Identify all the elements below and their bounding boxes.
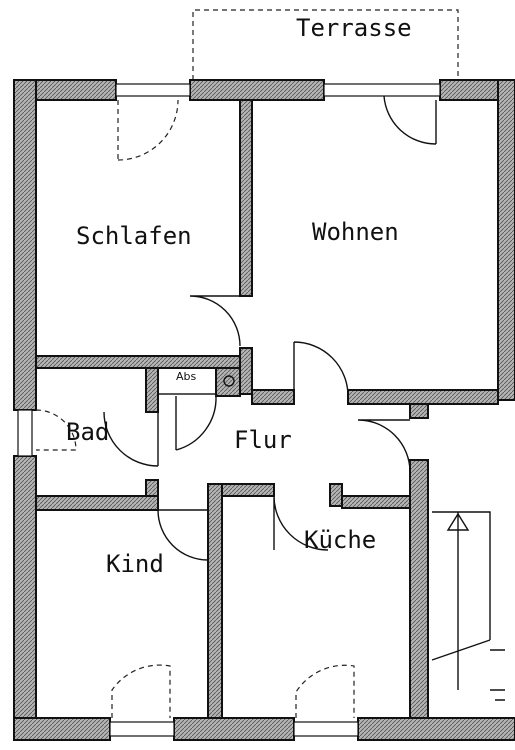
abstell-wall [215,367,241,397]
door-schlafen-top [117,99,179,161]
window-wohnen [323,83,441,97]
wall-bottom-right [357,717,515,741]
door-wohnen-top [383,95,437,145]
door-kind-bottom [111,664,171,718]
wall-kind-kueche [207,483,223,719]
label-wohnen: Wohnen [312,218,399,246]
label-kueche: Küche [304,526,376,554]
wall-wohnen-bottom-b [347,389,499,405]
wall-right-upper [497,79,515,401]
door-bad [103,411,159,467]
appliance-icon [223,375,235,387]
label-kind: Kind [106,550,164,578]
wall-bottom-mid [173,717,295,741]
wall-bad-right-low [145,479,159,497]
wall-bottom-left [13,717,111,741]
door-kueche-bottom [295,664,355,718]
door-kueche [273,495,329,551]
window-kind [109,721,175,737]
wall-left-lower [13,455,37,741]
window-bad [17,409,33,457]
stair-arrow-icon [446,512,470,531]
wall-wohnen-bottom-a [251,389,295,405]
door-schlafen-wohnen [189,295,241,347]
window-kueche [293,721,359,737]
wall-flur-kueche-b [329,483,343,507]
wall-top-mid [189,79,325,101]
wall-bad-right [145,367,159,413]
terrace-outline [192,9,459,80]
label-schlafen: Schlafen [76,222,192,250]
wall-kueche-right [409,459,429,719]
label-bad: Bad [66,418,109,446]
door-abstell [175,395,217,451]
label-terrasse: Terrasse [296,14,412,42]
window-schlafen [115,83,191,97]
wall-schlafen-wohnen-low [239,347,253,395]
label-flur: Flur [234,426,292,454]
wall-schlafen-wohnen [239,99,253,297]
wall-wohnen-stub [409,403,429,419]
wall-schlafen-bottom [35,355,241,369]
wall-flur-kueche-a [221,483,275,497]
door-wohnen-flur [293,341,349,397]
wall-left-upper [13,79,37,411]
stair-lines [490,649,505,701]
door-flur-right [357,419,411,473]
label-abstell: Abs [176,370,197,383]
wall-bad-bottom [35,495,159,511]
wall-flur-kueche-c [341,495,411,509]
door-kind [157,509,209,561]
stair-outline [431,511,491,690]
